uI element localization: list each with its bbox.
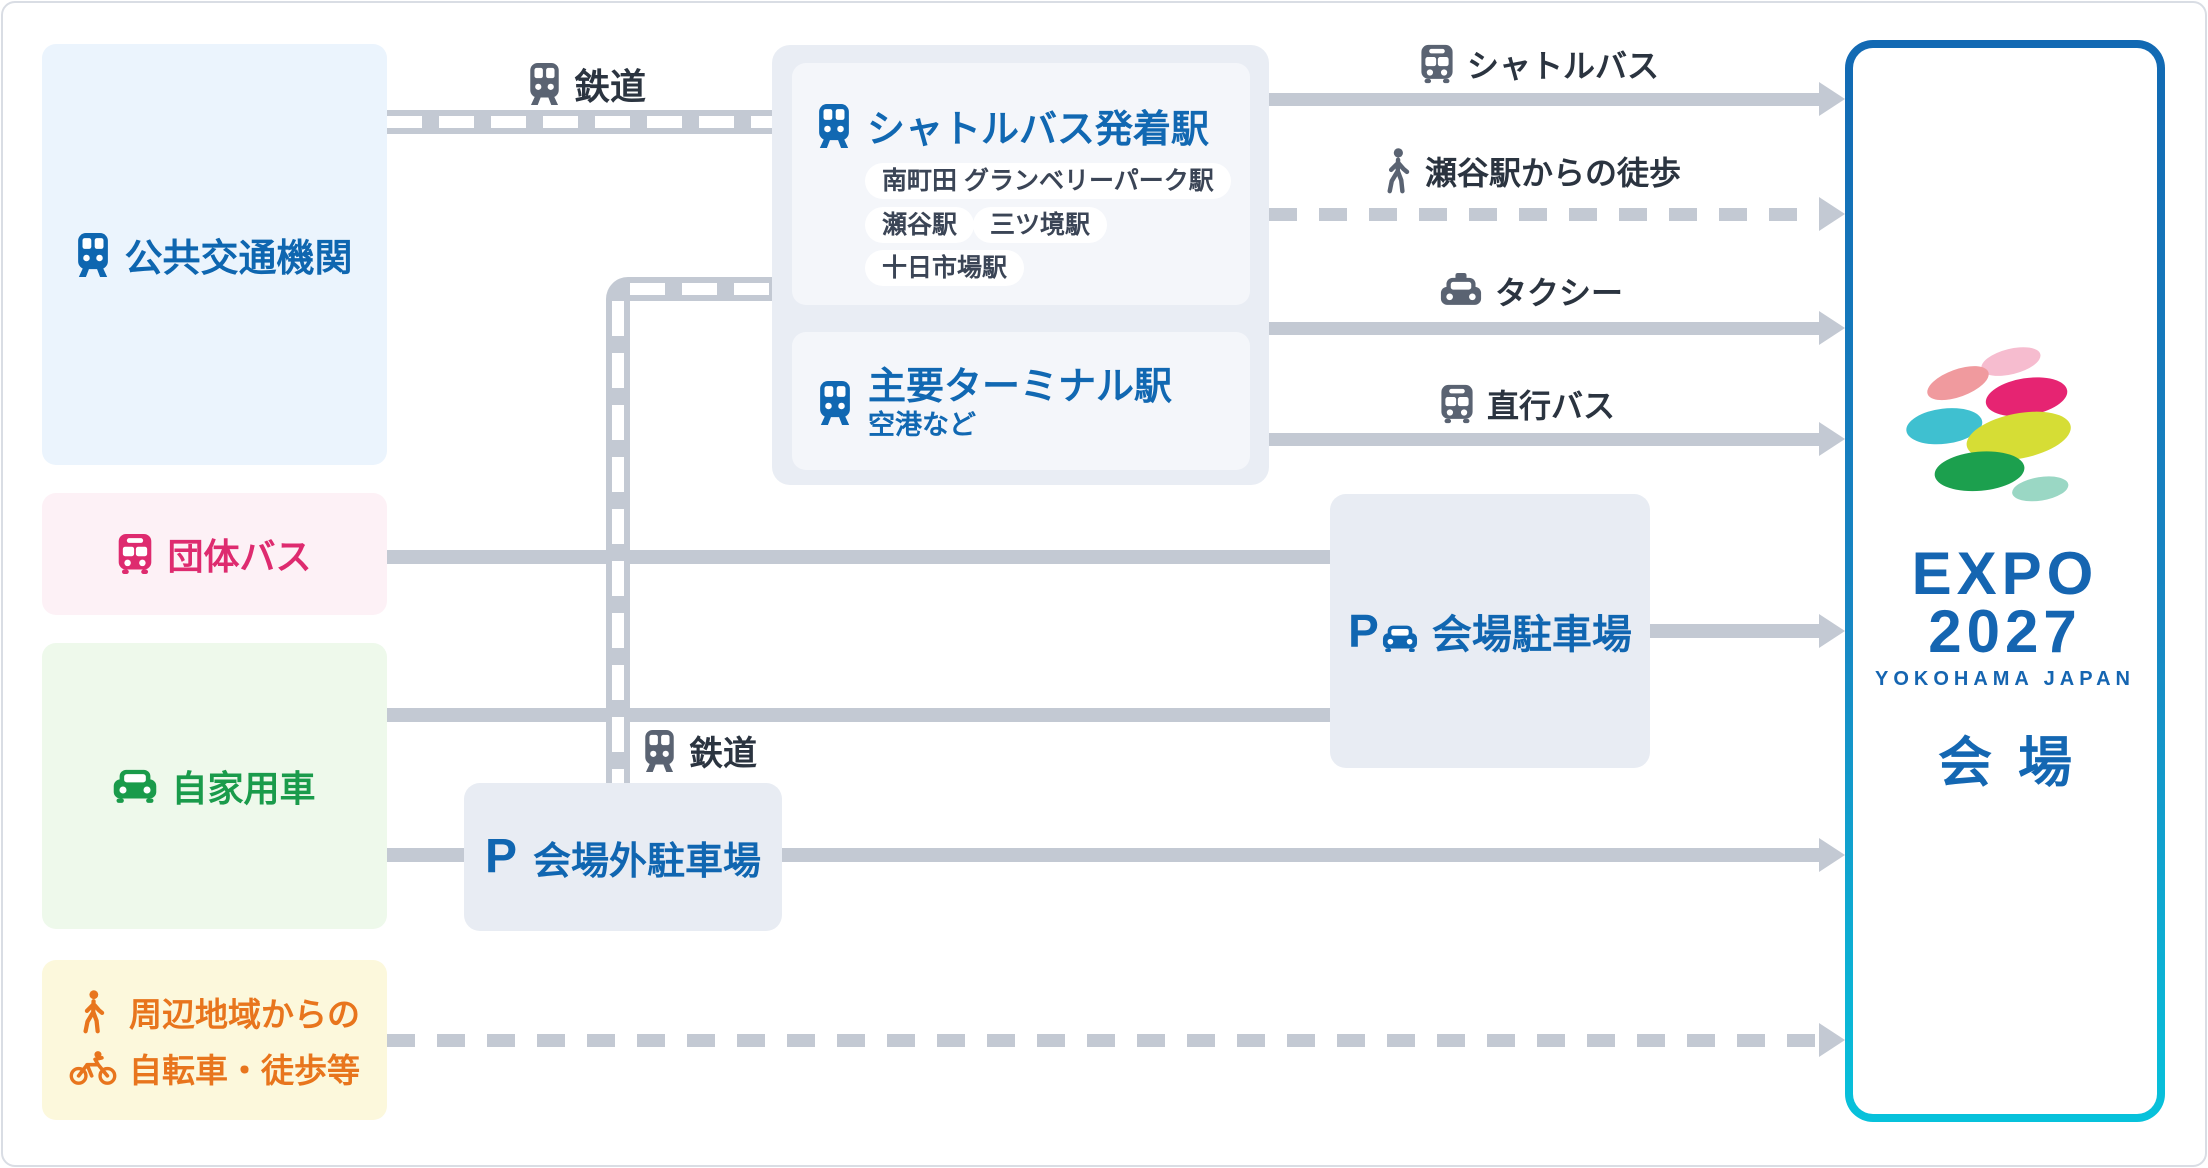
node-offsite-parking-label: 会場外駐車場 — [533, 840, 762, 883]
edge-offsite-to-venue-arrow — [782, 848, 1823, 862]
railway-main-track — [387, 110, 772, 134]
parking-car-icon: P — [1348, 608, 1418, 654]
taxi-icon — [1440, 273, 1482, 309]
hub-terminal-station-card — [792, 332, 1250, 470]
railway-branch-track-vertical — [606, 301, 630, 785]
bicycle-icon — [69, 1051, 117, 1085]
edge-walk-from-seya-dashed-arrow — [1269, 208, 1823, 221]
expo-logo-text: EXPO 2027 — [1845, 540, 2165, 665]
node-local-area-row2: 自転車・徒歩等 — [69, 1044, 360, 1092]
expo-logo-year: 2027 — [1928, 598, 2082, 665]
train-icon — [643, 730, 676, 772]
node-local-area: 周辺地域からの 自転車・徒歩等 — [42, 960, 387, 1120]
station-pill: 三ツ境駅 — [973, 207, 1108, 243]
arrowhead-parking-to-venue — [1819, 614, 1845, 648]
edge-car-to-venue-parking-line — [387, 708, 1330, 722]
node-group-bus-label: 団体バス — [167, 536, 312, 577]
expo-logo-word: EXPO — [1911, 540, 2099, 607]
hub-shuttle-station-title: シャトルバス発着駅 — [867, 109, 1210, 151]
bus-icon — [1420, 44, 1454, 84]
edge-label-taxi: タクシー — [1495, 275, 1624, 311]
node-local-area-row1: 周辺地域からの — [69, 988, 360, 1036]
edge-label-walk-from-seya: 瀬谷駅からの徒歩 — [1425, 155, 1682, 191]
hub-terminal-station-title: 主要ターミナル駅 — [868, 366, 1173, 408]
station-pill: 十日市場駅 — [865, 250, 1025, 286]
edge-label-railway-branch: 鉄道 — [689, 735, 757, 773]
bus-icon — [117, 534, 153, 574]
train-icon — [818, 381, 852, 425]
arrowhead-shuttle-bus — [1819, 82, 1845, 116]
edge-label-shuttle-bus: シャトルバス — [1467, 48, 1660, 84]
arrowhead-taxi — [1819, 311, 1845, 345]
edge-direct-bus-arrow — [1269, 433, 1823, 446]
node-private-car-label: 自家用車 — [171, 768, 316, 809]
node-group-bus: 団体バス — [42, 493, 387, 615]
node-venue-label: 会場 — [1938, 733, 2098, 793]
railway-branch-corner — [606, 277, 630, 301]
walk-icon — [1383, 148, 1412, 194]
arrowhead-direct-bus — [1819, 422, 1845, 456]
edge-label-railway-main: 鉄道 — [574, 66, 647, 107]
node-private-car: 自家用車 — [42, 643, 387, 929]
node-venue-inner — [1853, 48, 2157, 1114]
edge-shuttle-bus-arrow — [1269, 93, 1823, 106]
node-local-area-label-line1: 周辺地域からの — [129, 996, 360, 1033]
edge-car-to-offsite-parking-line — [387, 848, 466, 862]
parking-icon: P — [484, 830, 517, 883]
railway-branch-track-horizontal — [630, 277, 772, 301]
edge-group-bus-line — [387, 550, 1330, 564]
node-venue: EXPO 2027 YOKOHAMA JAPAN 会場 — [1845, 40, 2165, 1122]
expo-logo-subtitle: YOKOHAMA JAPAN — [1874, 668, 2135, 690]
arrowhead-local-area — [1819, 1023, 1845, 1057]
expo-2027-logo-leaves — [1906, 347, 2071, 502]
hub-terminal-station-text: 主要ターミナル駅 空港など — [868, 365, 1172, 441]
station-pill: 瀬谷駅 — [865, 207, 975, 243]
railway-main-track-dashes — [387, 116, 772, 128]
railway-branch-dashes-h — [630, 283, 772, 295]
edge-taxi-arrow — [1269, 322, 1823, 335]
bus-icon — [1440, 384, 1474, 424]
train-icon — [528, 63, 561, 105]
p-mark: P — [1348, 605, 1379, 657]
arrowhead-offsite-to-venue — [1819, 838, 1845, 872]
edge-label-direct-bus: 直行バス — [1487, 388, 1616, 424]
node-offsite-parking: P 会場外駐車場 — [464, 783, 782, 931]
node-venue-parking: P 会場駐車場 — [1330, 494, 1650, 768]
train-icon — [76, 233, 110, 277]
station-pill: 南町田 グランベリーパーク駅 — [865, 163, 1231, 199]
node-public-transport: 公共交通機関 — [42, 44, 387, 465]
railway-branch-dashes-v — [612, 301, 624, 785]
edge-local-area-dashed-arrow — [387, 1034, 1823, 1047]
walk-icon — [69, 990, 117, 1034]
edge-parking-to-venue-arrow — [1650, 624, 1823, 638]
train-icon — [817, 104, 851, 148]
arrowhead-walk-from-seya — [1819, 197, 1845, 231]
node-venue-parking-label: 会場駐車場 — [1431, 613, 1632, 657]
car-icon — [113, 769, 157, 803]
hub-terminal-station-subtitle: 空港など — [868, 410, 976, 440]
node-public-transport-label: 公共交通機関 — [124, 238, 353, 280]
node-local-area-label-line2: 自転車・徒歩等 — [129, 1052, 360, 1089]
